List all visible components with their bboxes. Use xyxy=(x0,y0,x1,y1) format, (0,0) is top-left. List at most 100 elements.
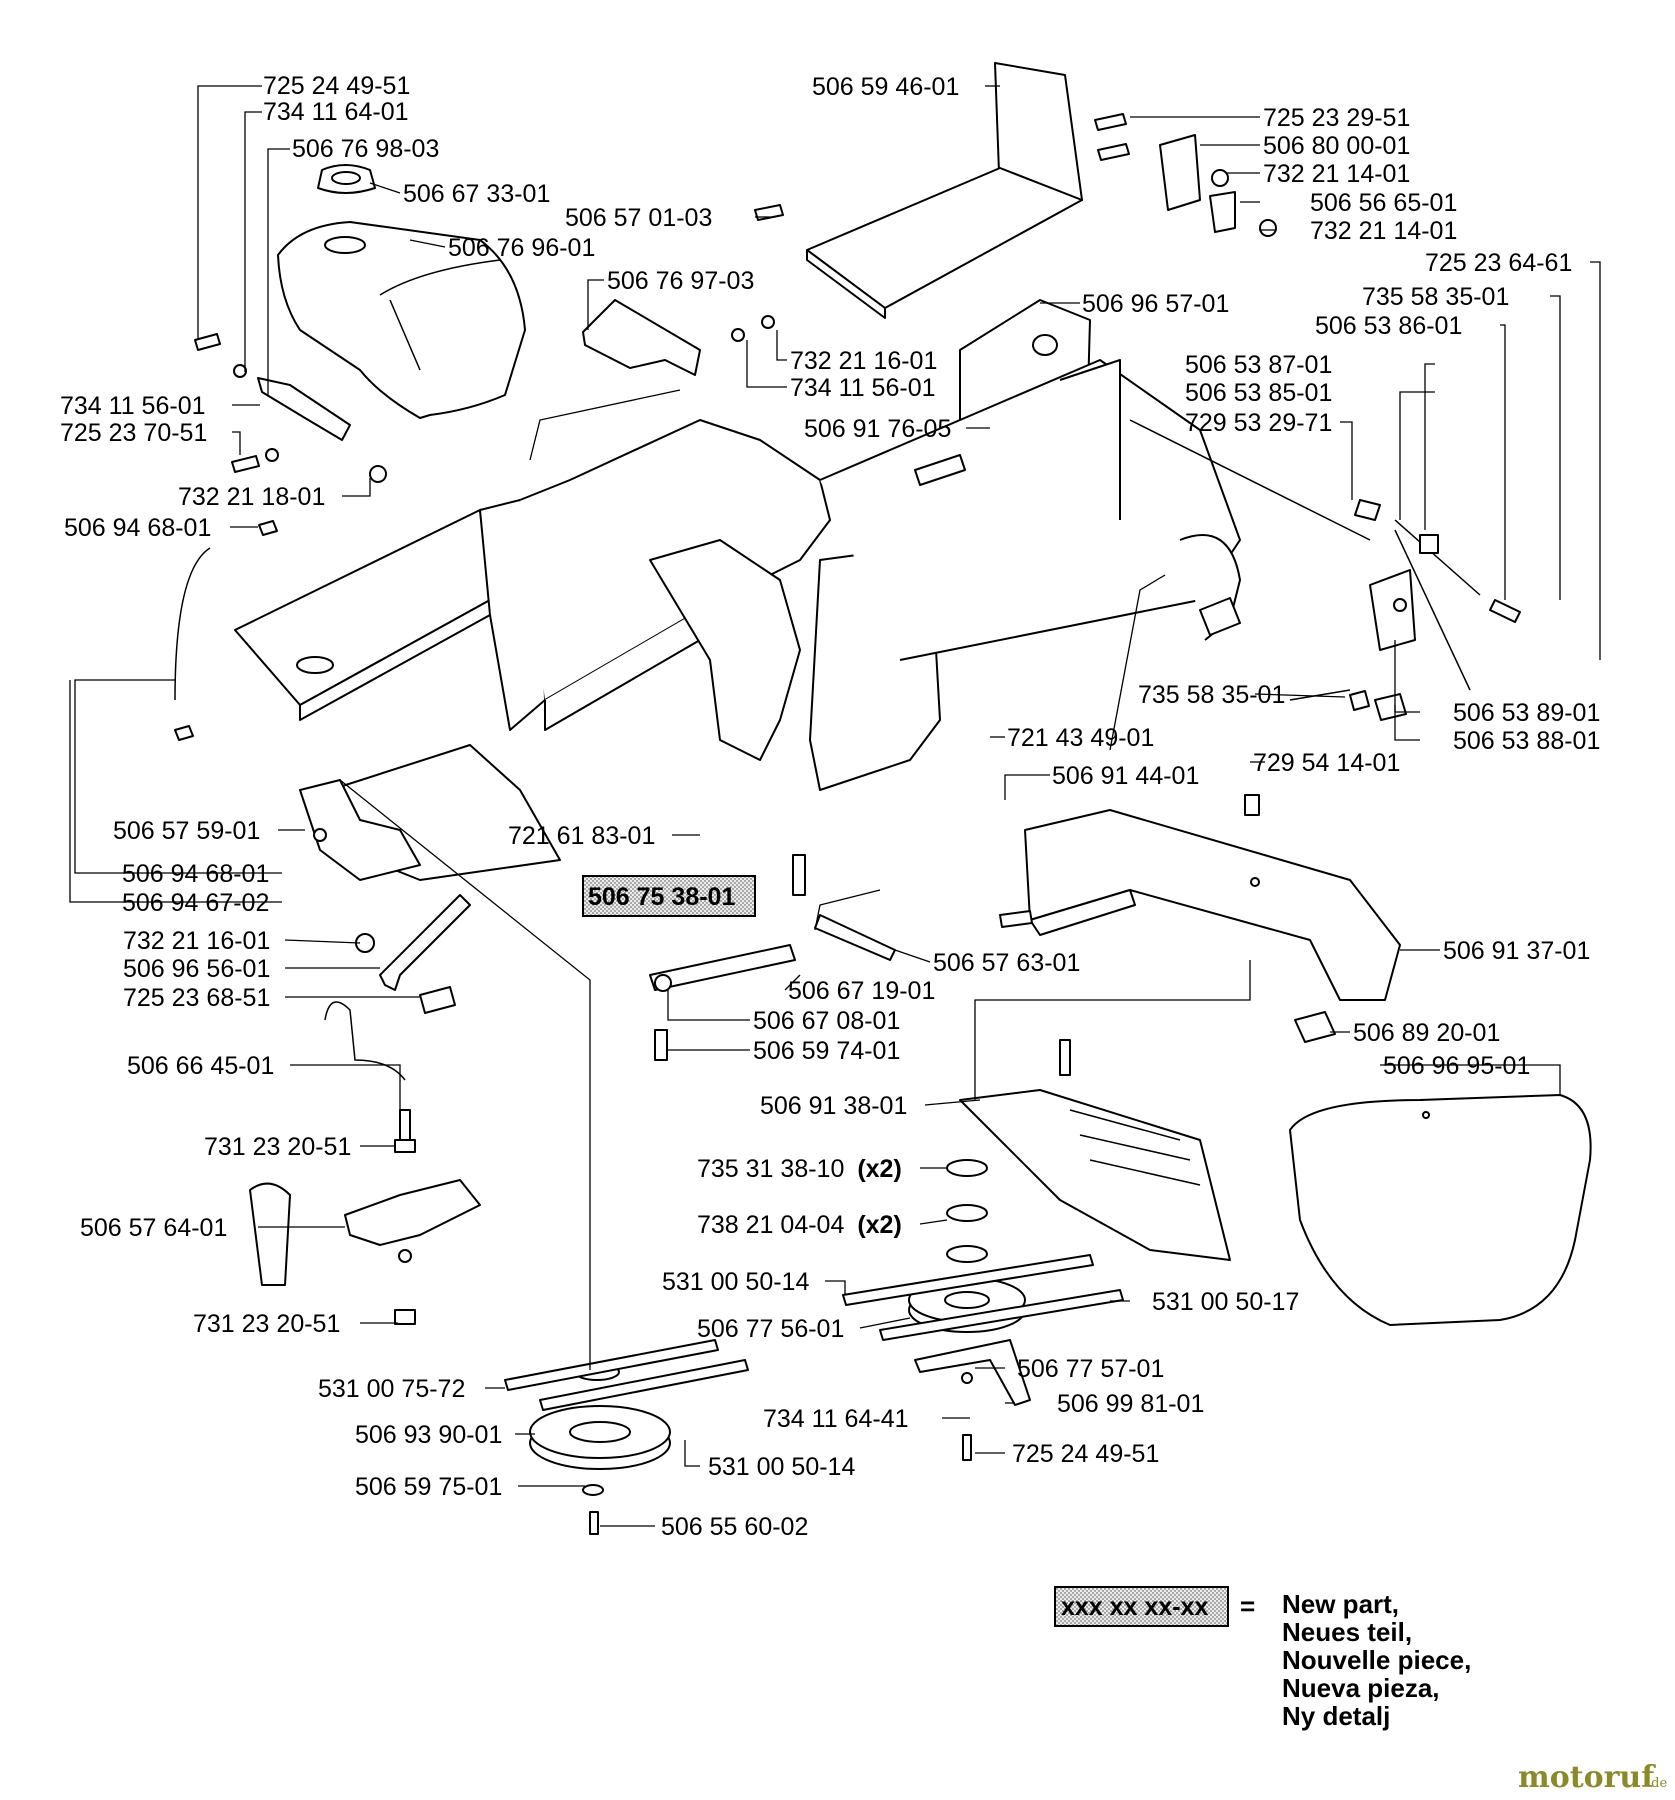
part-label[interactable]: 506 91 37-01 xyxy=(1443,937,1590,965)
part-label[interactable]: 506 57 63-01 xyxy=(933,949,1080,977)
main-frame xyxy=(234,299,1241,881)
part-label[interactable]: 506 77 57-01 xyxy=(1017,1355,1164,1383)
part-label[interactable]: 725 23 70-51 xyxy=(60,419,207,447)
part-label[interactable]: 506 66 45-01 xyxy=(127,1052,274,1080)
part-label[interactable]: 506 67 33-01 xyxy=(403,180,550,208)
part-label[interactable]: 732 21 16-01 xyxy=(790,347,937,375)
part-label[interactable]: 506 59 75-01 xyxy=(355,1473,502,1501)
part-label[interactable]: 734 11 56-01 xyxy=(60,392,206,420)
tank-bracket-right xyxy=(582,299,775,376)
belt-guard-upper xyxy=(999,794,1401,1001)
part-label[interactable]: 725 24 49-51 xyxy=(263,72,410,100)
legend-equals: = xyxy=(1240,1591,1255,1621)
part-number: 738 21 04-04 xyxy=(697,1211,844,1239)
part-label[interactable]: 735 58 35-01 xyxy=(1138,681,1285,709)
part-label[interactable]: 506 53 87-01 xyxy=(1185,351,1332,379)
part-label[interactable]: 735 58 35-01 xyxy=(1362,283,1509,311)
part-label[interactable]: 506 76 97-03 xyxy=(607,267,754,295)
watermark-logo: motoruf .de xyxy=(1518,1760,1667,1795)
belt-guard-lower xyxy=(1289,1011,1592,1326)
part-label[interactable]: 506 53 89-01 xyxy=(1453,699,1600,727)
part-label[interactable]: 506 96 57-01 xyxy=(1082,290,1229,318)
legend-line-german: Neues teil, xyxy=(1282,1617,1412,1647)
spring-linkage xyxy=(649,854,896,1061)
part-label[interactable]: 506 96 95-01 xyxy=(1383,1052,1530,1080)
deflector-plate xyxy=(959,1039,1231,1261)
part-label[interactable]: 734 11 64-01 xyxy=(263,98,409,126)
part-label[interactable]: 732 21 16-01 xyxy=(123,927,270,955)
fuel-cap xyxy=(317,164,376,194)
part-label[interactable]: 506 93 90-01 xyxy=(355,1421,502,1449)
part-label[interactable]: 725 23 29-51 xyxy=(1263,104,1410,132)
fuel-tank xyxy=(277,221,526,419)
part-label[interactable]: 506 94 68-01 xyxy=(64,514,211,542)
part-label[interactable]: 735 31 38-10 (x2) xyxy=(697,1155,902,1183)
part-label[interactable]: 738 21 04-04 (x2) xyxy=(697,1211,902,1239)
pulley-right xyxy=(842,1254,1124,1461)
legend-swatch xyxy=(1054,1586,1229,1627)
part-label[interactable]: 506 89 20-01 xyxy=(1353,1019,1500,1047)
part-label[interactable]: 506 56 65-01 xyxy=(1310,189,1457,217)
exploded-view-drawing xyxy=(69,62,1601,1535)
tank-bracket-left xyxy=(194,333,387,483)
part-label[interactable]: 732 21 14-01 xyxy=(1263,160,1410,188)
new-part-highlight-box xyxy=(582,875,756,917)
part-label[interactable]: 729 53 29-71 xyxy=(1185,409,1332,437)
part-label[interactable]: 506 94 67-02 xyxy=(122,889,269,917)
part-label[interactable]: 506 53 86-01 xyxy=(1315,312,1462,340)
part-label[interactable]: 725 24 49-51 xyxy=(1012,1440,1159,1468)
part-label[interactable]: 506 96 56-01 xyxy=(123,955,270,983)
part-label[interactable]: 732 21 18-01 xyxy=(178,483,325,511)
part-label[interactable]: 725 23 64-61 xyxy=(1425,249,1572,277)
part-label[interactable]: 506 53 85-01 xyxy=(1185,379,1332,407)
part-label[interactable]: 731 23 20-51 xyxy=(193,1310,340,1338)
part-label[interactable]: 721 43 49-01 xyxy=(1007,724,1154,752)
part-label[interactable]: 506 67 19-01 xyxy=(788,977,935,1005)
part-label[interactable]: 506 57 01-03 xyxy=(565,204,712,232)
part-label[interactable]: 506 76 98-03 xyxy=(292,135,439,163)
watermark-domain: .de xyxy=(1647,1776,1667,1791)
fuel-line xyxy=(174,520,278,741)
legend-line-spanish: Nueva pieza, xyxy=(1282,1673,1440,1703)
part-label[interactable]: 531 00 50-14 xyxy=(662,1268,809,1296)
watermark-brand: motoruf xyxy=(1518,1760,1656,1795)
part-label[interactable]: 531 00 50-14 xyxy=(708,1453,855,1481)
part-label-new[interactable]: 506 75 38-01 xyxy=(588,883,735,911)
part-label[interactable]: 731 23 20-51 xyxy=(204,1133,351,1161)
part-label[interactable]: 734 11 56-01 xyxy=(790,374,936,402)
part-label[interactable]: 506 91 44-01 xyxy=(1052,762,1199,790)
part-label[interactable]: 506 59 46-01 xyxy=(812,73,959,101)
part-label[interactable]: 506 94 68-01 xyxy=(122,860,269,888)
part-label[interactable]: 732 21 14-01 xyxy=(1310,217,1457,245)
part-label[interactable]: 506 57 64-01 xyxy=(80,1214,227,1242)
part-label[interactable]: 506 67 08-01 xyxy=(753,1007,900,1035)
part-label[interactable]: 506 76 96-01 xyxy=(448,234,595,262)
legend-line-english: New part, xyxy=(1282,1589,1399,1619)
pulley-left xyxy=(504,1339,749,1535)
leader-lines xyxy=(69,85,1601,1527)
part-label[interactable]: 506 53 88-01 xyxy=(1453,727,1600,755)
legend-code: xxx xx xx-xx xyxy=(1061,1593,1208,1621)
part-label[interactable]: 506 77 56-01 xyxy=(697,1315,844,1343)
part-label[interactable]: 506 55 60-02 xyxy=(661,1513,808,1541)
part-label[interactable]: 721 61 83-01 xyxy=(508,822,655,850)
part-label[interactable]: 734 11 64-41 xyxy=(763,1405,909,1433)
part-label[interactable]: 506 59 74-01 xyxy=(753,1037,900,1065)
part-label[interactable]: 506 99 81-01 xyxy=(1057,1390,1204,1418)
part-number-labels: 725 24 49-51 734 11 64-01 506 76 98-03 5… xyxy=(60,72,1600,1541)
legend: xxx xx xx-xx = New part, Neues teil, Nou… xyxy=(1054,1586,1471,1731)
part-label[interactable]: 506 91 76-05 xyxy=(804,415,951,443)
part-label[interactable]: 725 23 68-51 xyxy=(123,984,270,1012)
seat-latch-hardware xyxy=(1094,113,1277,237)
part-label[interactable]: 506 57 59-01 xyxy=(113,817,260,845)
part-number: 735 31 38-10 xyxy=(697,1155,844,1183)
quantity-suffix: (x2) xyxy=(857,1155,901,1183)
part-label[interactable]: 506 80 00-01 xyxy=(1263,132,1410,160)
part-label[interactable]: 531 00 75-72 xyxy=(318,1375,465,1403)
part-label[interactable]: 531 00 50-17 xyxy=(1152,1288,1299,1316)
part-label[interactable]: 506 91 38-01 xyxy=(760,1092,907,1120)
linkage-rods xyxy=(1129,419,1521,721)
legend-line-french: Nouvelle piece, xyxy=(1282,1645,1471,1675)
part-label[interactable]: 729 54 14-01 xyxy=(1253,749,1400,777)
